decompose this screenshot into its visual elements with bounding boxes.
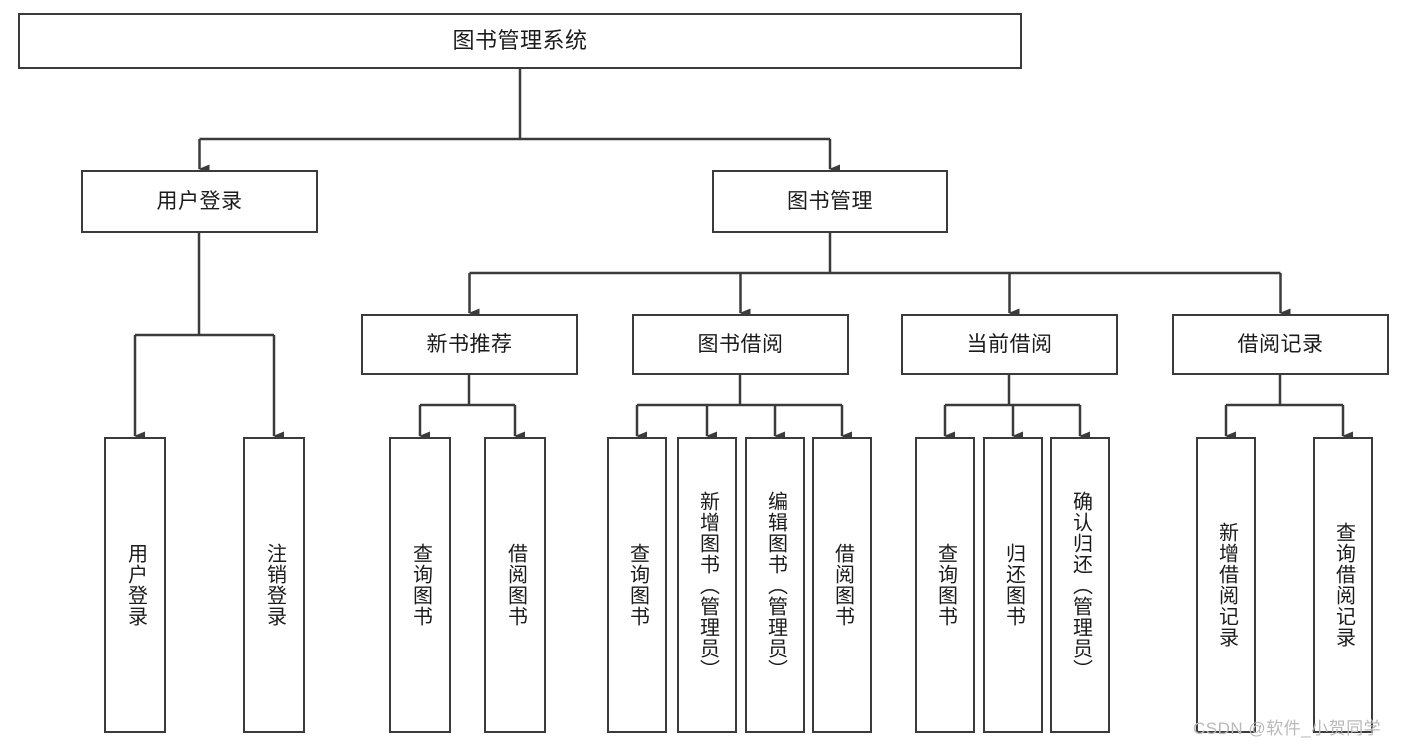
node-label-l3-d1: 查询图书 — [934, 543, 957, 627]
node-label-l3-b1: 查询图书 — [409, 543, 432, 627]
node-box-l3-c2[interactable]: 新增图书（管理员） — [677, 437, 737, 733]
node-box-l2-current[interactable]: 当前借阅 — [901, 314, 1118, 375]
node-label-l3-a1: 用户登录 — [124, 543, 147, 627]
node-box-l3-e2[interactable]: 查询借阅记录 — [1313, 437, 1373, 733]
node-box-l2-new[interactable]: 新书推荐 — [361, 314, 578, 375]
connector-lines — [133, 69, 1353, 441]
node-label-l2-current: 当前借阅 — [966, 332, 1053, 356]
node-label-l3-e2: 查询借阅记录 — [1332, 522, 1355, 648]
node-box-l3-a1[interactable]: 用户登录 — [104, 437, 166, 733]
node-label-l3-c4: 借阅图书 — [831, 543, 854, 627]
node-box-l1-books[interactable]: 图书管理 — [712, 170, 948, 233]
node-label-l3-d3: 确认归还（管理员） — [1069, 490, 1092, 680]
node-label-l3-d2: 归还图书 — [1002, 543, 1025, 627]
node-label-l2-new: 新书推荐 — [426, 332, 513, 356]
node-box-l3-a2[interactable]: 注销登录 — [243, 437, 305, 733]
node-box-l3-e1[interactable]: 新增借阅记录 — [1196, 437, 1256, 733]
node-box-l2-borrow[interactable]: 图书借阅 — [632, 314, 849, 375]
node-label-l3-a2: 注销登录 — [263, 543, 286, 627]
node-label-l2-borrow: 图书借阅 — [697, 332, 784, 356]
node-label-l2-record: 借阅记录 — [1237, 332, 1324, 356]
node-box-root[interactable]: 图书管理系统 — [18, 13, 1022, 69]
node-box-l3-d2[interactable]: 归还图书 — [983, 437, 1043, 733]
node-box-l2-record[interactable]: 借阅记录 — [1172, 314, 1389, 375]
node-label-l1-books: 图书管理 — [787, 189, 873, 213]
node-box-l1-login[interactable]: 用户登录 — [81, 170, 318, 233]
node-box-l3-b1[interactable]: 查询图书 — [389, 437, 451, 733]
node-box-l3-b2[interactable]: 借阅图书 — [484, 437, 546, 733]
node-box-l3-c3[interactable]: 编辑图书（管理员） — [745, 437, 805, 733]
node-box-l3-c4[interactable]: 借阅图书 — [812, 437, 872, 733]
node-box-l3-d3[interactable]: 确认归还（管理员） — [1050, 437, 1110, 733]
node-label-l3-e1: 新增借阅记录 — [1215, 522, 1238, 648]
node-box-l3-d1[interactable]: 查询图书 — [915, 437, 975, 733]
node-box-l3-c1[interactable]: 查询图书 — [607, 437, 667, 733]
node-label-root: 图书管理系统 — [452, 27, 588, 53]
node-label-l3-b2: 借阅图书 — [504, 543, 527, 627]
node-label-l3-c2: 新增图书（管理员） — [696, 490, 719, 680]
watermark-label: CSDN @软件_小贺同学 — [1193, 719, 1382, 738]
node-label-l3-c3: 编辑图书（管理员） — [764, 490, 787, 680]
node-label-l1-login: 用户登录 — [156, 189, 243, 213]
node-label-l3-c1: 查询图书 — [626, 543, 649, 627]
